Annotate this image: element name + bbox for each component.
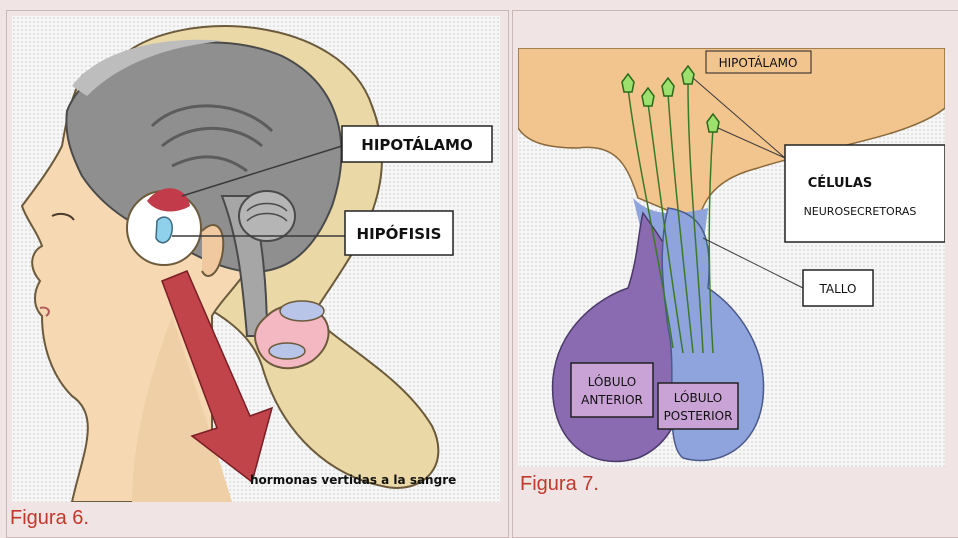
head-diagram: HIPOTÁLAMO HIPÓFISIS hormonas vertidas a… bbox=[12, 16, 500, 502]
pituitary-label: HIPÓFISIS bbox=[357, 224, 442, 243]
cerebellum bbox=[239, 191, 295, 241]
pituitary-diagram: HIPOTÁLAMO CÉLULAS NEUROSECRETORAS TALLO… bbox=[518, 48, 945, 467]
posterior-lobe-label-2: POSTERIOR bbox=[664, 409, 733, 423]
stalk-leader bbox=[703, 238, 803, 288]
figure-7-illustration: HIPOTÁLAMO CÉLULAS NEUROSECRETORAS TALLO… bbox=[518, 48, 945, 467]
hypothalamus-label: HIPOTÁLAMO bbox=[719, 55, 798, 70]
anterior-lobe-label-1: LÓBULO bbox=[588, 374, 636, 389]
cells-label-subtitle: NEUROSECRETORAS bbox=[804, 205, 917, 218]
vertebra-disc bbox=[280, 301, 324, 321]
cells-label-box bbox=[785, 145, 945, 242]
figure-6-illustration: HIPOTÁLAMO HIPÓFISIS hormonas vertidas a… bbox=[12, 16, 500, 502]
figure-7-cell: HIPOTÁLAMO CÉLULAS NEUROSECRETORAS TALLO… bbox=[512, 10, 958, 538]
figure-6-caption: Figura 6. bbox=[10, 507, 89, 530]
cells-label-title: CÉLULAS bbox=[808, 175, 873, 191]
arrow-caption: hormonas vertidas a la sangre bbox=[250, 473, 456, 487]
anterior-lobe-label-box bbox=[571, 363, 653, 417]
figure-7-caption: Figura 7. bbox=[520, 473, 599, 496]
posterior-lobe-label-1: LÓBULO bbox=[674, 390, 722, 405]
figure-6-cell: HIPOTÁLAMO HIPÓFISIS hormonas vertidas a… bbox=[6, 10, 509, 538]
hypothalamus-label: HIPOTÁLAMO bbox=[361, 135, 472, 154]
pituitary-gland bbox=[156, 217, 172, 243]
stalk-label: TALLO bbox=[819, 282, 857, 296]
anterior-lobe-label-2: ANTERIOR bbox=[581, 393, 643, 407]
vertebra-disc bbox=[269, 343, 305, 359]
